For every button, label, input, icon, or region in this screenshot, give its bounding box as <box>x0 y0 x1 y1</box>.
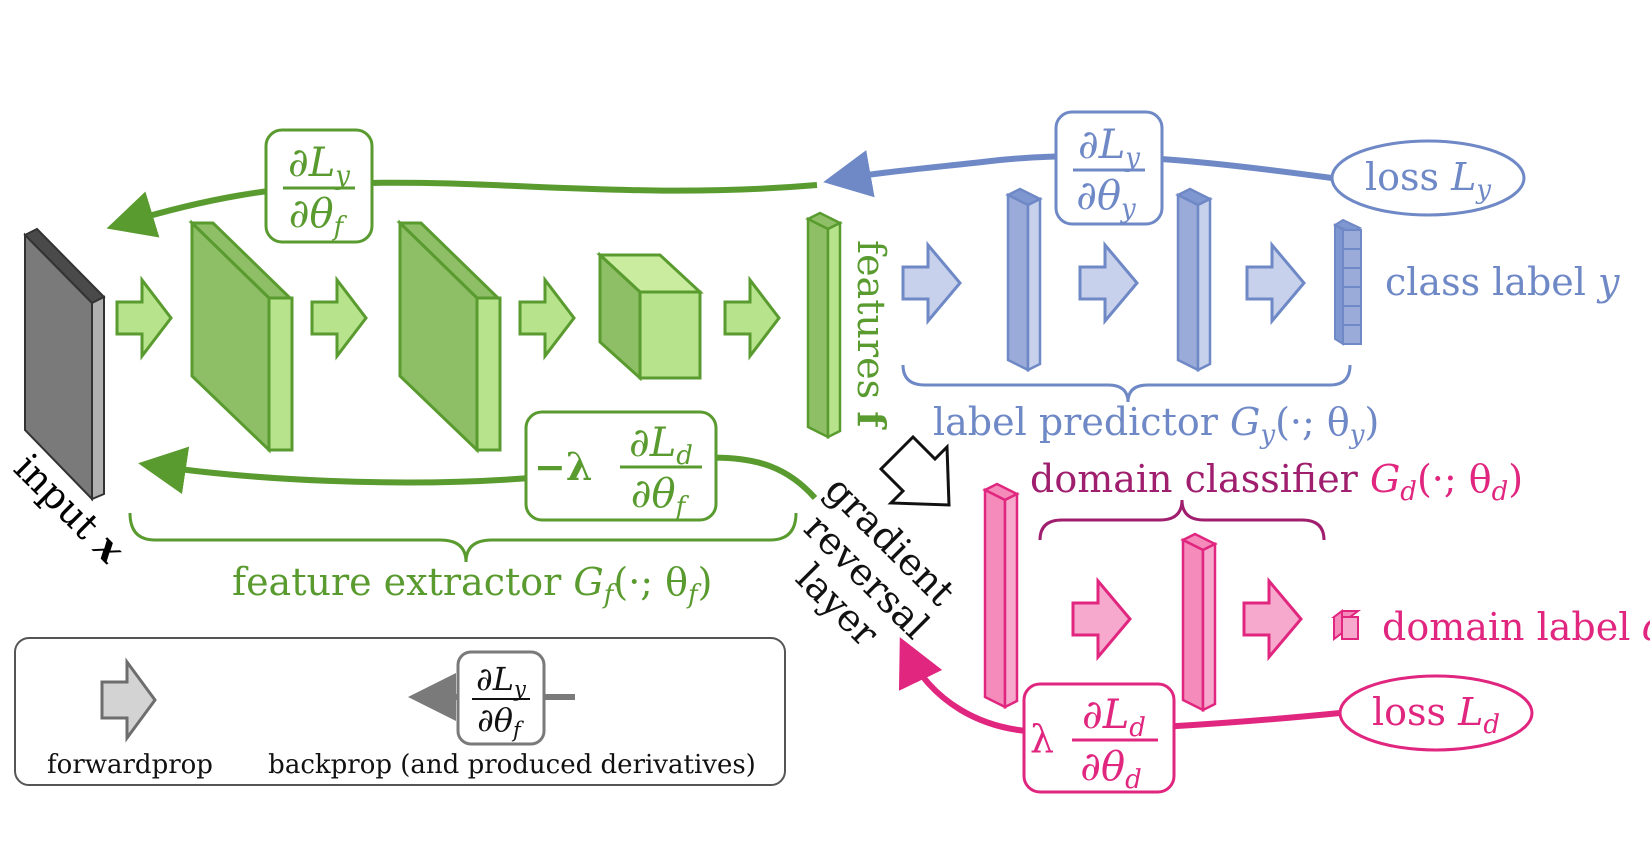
svg-text:∂θd: ∂θd <box>1080 744 1141 795</box>
svg-text:∂θy: ∂θy <box>1076 173 1136 224</box>
features-label: features f <box>849 240 894 430</box>
forward-arrow-3 <box>518 275 576 361</box>
derivative-box-lambda-Ld-thetad: λ ∂Ld ∂θd <box>1022 682 1176 795</box>
legend-derivative-box: ∂Ly ∂θf <box>456 650 546 746</box>
class-output-vector <box>1332 218 1363 346</box>
conv-cube <box>596 251 704 382</box>
features-bar <box>805 211 843 440</box>
forward-arrow-7 <box>1245 240 1306 326</box>
legend-box: forwardprop ∂Ly ∂θf backprop (and produc… <box>14 637 786 786</box>
svg-text:∂Ld: ∂Ld <box>629 420 693 471</box>
forward-arrow-9 <box>1242 576 1303 662</box>
forward-arrow-5 <box>901 240 962 326</box>
input-image-slab <box>23 227 106 502</box>
backprop-arrow-feature-top <box>106 179 818 238</box>
svg-text:loss Ly: loss Ly <box>1365 155 1491 205</box>
label-predictor-label: label predictor Gy(·; θy) <box>933 400 1379 450</box>
forward-arrow-1 <box>115 275 173 361</box>
svg-text:∂Ly: ∂Ly <box>1078 122 1140 173</box>
domain-classifier-label: domain classifier Gd(·; θd) <box>1030 457 1523 507</box>
backprop-arrow-label-predictor <box>823 150 1333 198</box>
derivative-box-Ly-thetay: ∂Ly ∂θy <box>1054 110 1164 226</box>
forward-arrow-4 <box>723 275 781 361</box>
label-predictor-brace <box>901 364 1352 403</box>
svg-text:∂Ld: ∂Ld <box>1082 692 1146 743</box>
svg-text:∂θf: ∂θf <box>631 471 690 522</box>
conv-layer-1 <box>188 219 294 454</box>
derivative-box-minus-lambda-Ld-thetaf: −λ ∂Ld ∂θf <box>524 410 718 522</box>
forward-arrow-2 <box>310 275 368 361</box>
gradient-reversal-arrow <box>878 434 951 507</box>
legend-forward-arrow-icon <box>100 657 157 743</box>
legend-backprop-label: backprop (and produced derivatives) <box>268 750 756 780</box>
svg-text:−λ: −λ <box>534 444 592 489</box>
svg-text:loss Ld: loss Ld <box>1372 690 1500 740</box>
forward-arrow-8 <box>1071 576 1132 662</box>
svg-text:λ: λ <box>1030 717 1054 761</box>
predictor-layer-2 <box>1175 187 1213 373</box>
derivative-box-Ly-thetaf: ∂Ly ∂θf <box>264 128 374 244</box>
svg-text:∂Ly: ∂Ly <box>288 140 350 191</box>
feature-extractor-brace <box>128 512 798 563</box>
svg-text:∂Ly: ∂Ly <box>476 660 527 701</box>
domain-layer-2 <box>1180 532 1218 713</box>
predictor-layer-1 <box>1005 187 1043 373</box>
domain-label: domain label d <box>1382 605 1650 649</box>
domain-output-cube <box>1331 609 1361 641</box>
legend-forwardprop-label: forwardprop <box>47 750 213 780</box>
loss-Ld-node: loss Ld <box>1338 674 1534 752</box>
backprop-arrow-feature-bottom <box>138 446 818 500</box>
forward-arrow-6 <box>1078 240 1139 326</box>
class-label: class label y <box>1385 260 1620 304</box>
svg-text:∂θf: ∂θf <box>477 701 524 742</box>
domain-classifier-brace <box>1038 499 1326 541</box>
feature-extractor-label: feature extractor Gf(·; θf) <box>232 560 713 610</box>
conv-layer-2 <box>396 219 502 454</box>
domain-layer-1 <box>982 482 1020 710</box>
loss-Ly-node: loss Ly <box>1330 139 1526 217</box>
